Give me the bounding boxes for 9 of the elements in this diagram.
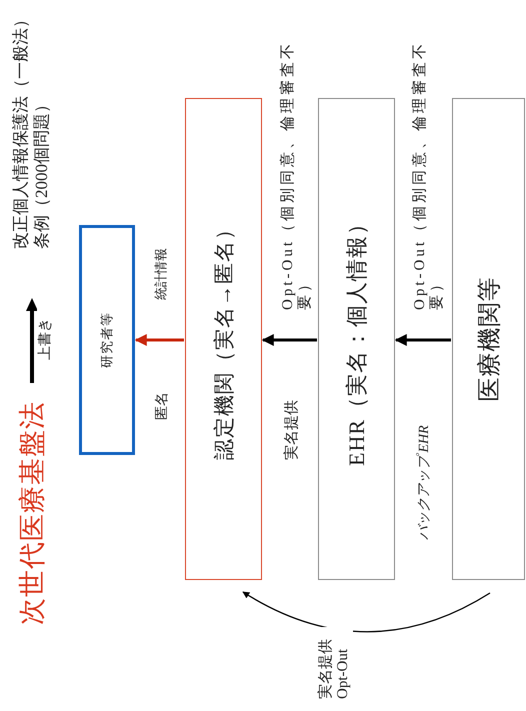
researcher-box: 研究者等 [79, 225, 135, 455]
arrow [394, 334, 451, 346]
institution-box: 認定機関（実名→匿名） [185, 98, 262, 580]
arrow [134, 334, 184, 346]
arrow [262, 334, 317, 346]
arrow [242, 591, 490, 632]
institution-box: 医療機関等 [452, 98, 525, 580]
edge-label: 実名提供 Opt-Out [318, 627, 352, 699]
ehr-box: EHR（実名：個人情報） [318, 98, 395, 580]
